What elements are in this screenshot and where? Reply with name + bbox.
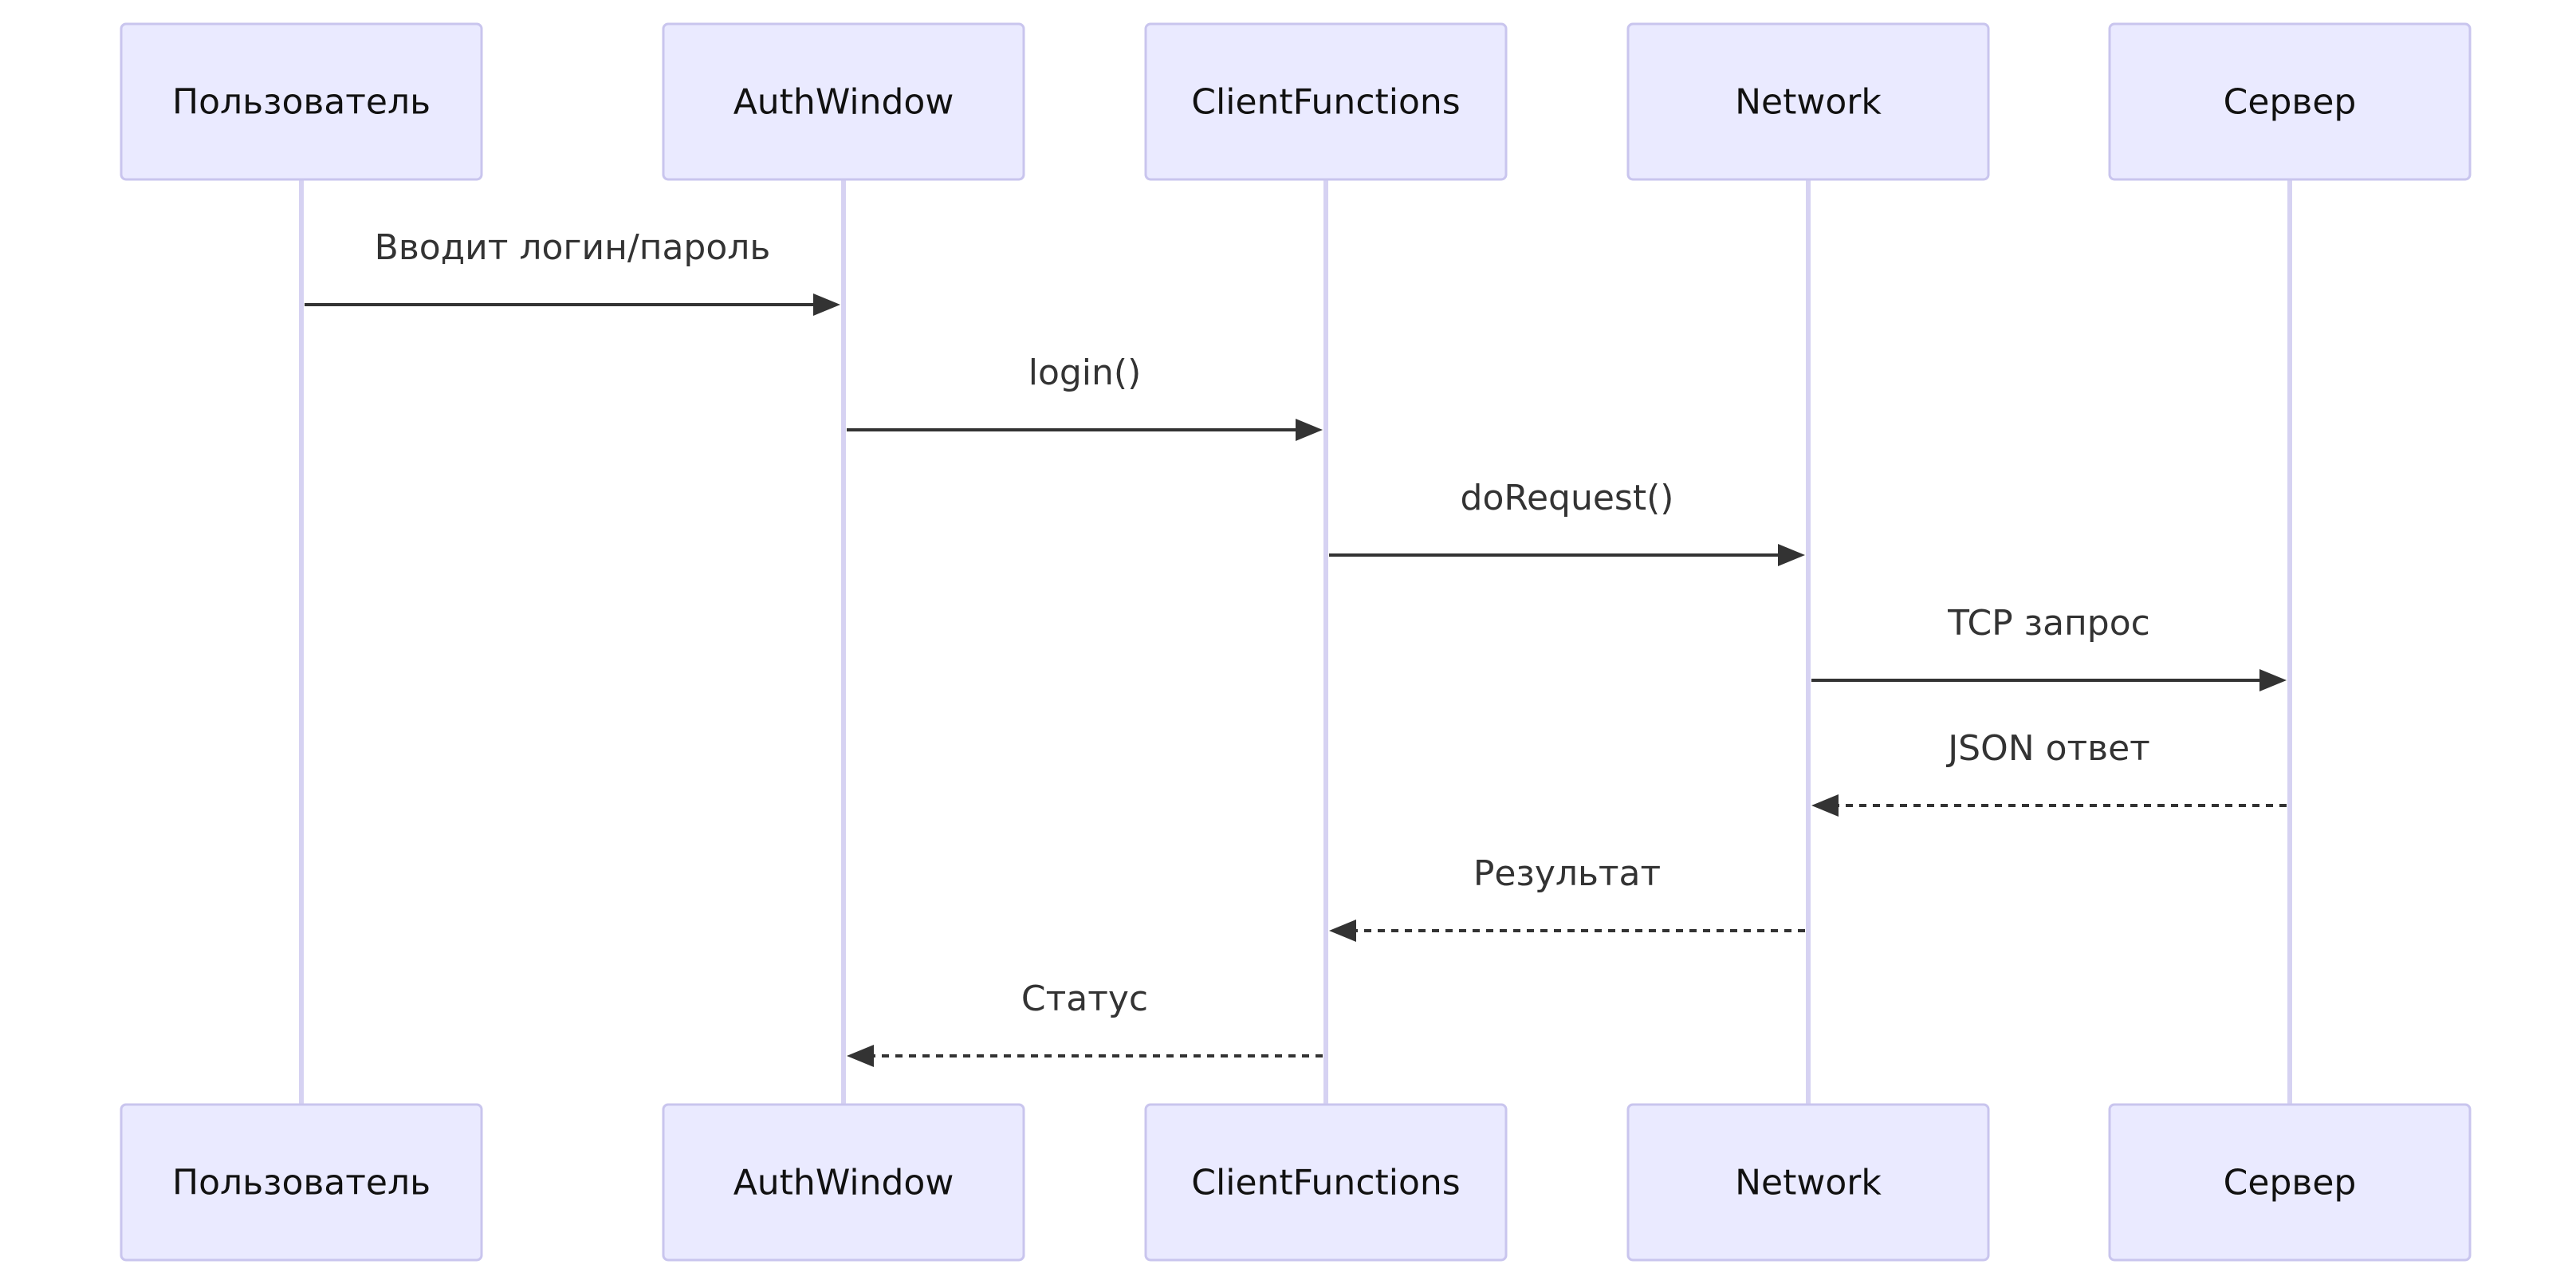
actor-server-bottom: Сервер <box>2108 1103 2472 1262</box>
actor-user-top: Пользователь <box>120 22 483 181</box>
actor-client-bottom: ClientFunctions <box>1144 1103 1508 1262</box>
arrow-head <box>1778 544 1805 566</box>
arrow-head <box>2259 669 2287 691</box>
actor-box <box>120 1103 483 1262</box>
actor-label: ClientFunctions <box>1191 1163 1460 1203</box>
actor-box <box>662 22 1025 181</box>
actor-label: AuthWindow <box>733 1163 954 1203</box>
message-3: doRequest() <box>1329 478 1805 566</box>
actor-label: Пользователь <box>172 1163 431 1203</box>
arrow-head <box>847 1045 874 1067</box>
actor-auth-top: AuthWindow <box>662 22 1025 181</box>
message-1: Вводит логин/пароль <box>305 227 840 316</box>
actor-box <box>2108 22 2472 181</box>
arrow-head <box>1296 419 1323 441</box>
actor-label: Network <box>1735 1163 1882 1203</box>
actors-top: Пользователь AuthWindow ClientFunctions Net… <box>120 22 2472 181</box>
message-7: Статус <box>847 979 1323 1067</box>
message-label: TCP запрос <box>1947 603 2150 644</box>
actor-label: Network <box>1735 82 1882 123</box>
actor-client-top: ClientFunctions <box>1144 22 1508 181</box>
actor-network-bottom: Network <box>1626 1103 1990 1262</box>
actor-label: Сервер <box>2224 82 2357 123</box>
actor-box <box>1144 22 1508 181</box>
actor-user-bottom: Пользователь <box>120 1103 483 1262</box>
actor-label: ClientFunctions <box>1191 82 1460 123</box>
arrow-head <box>813 293 840 316</box>
actor-network-top: Network <box>1626 22 1990 181</box>
arrow-head <box>1811 794 1839 817</box>
actor-box <box>120 22 483 181</box>
actors-bottom: Пользователь AuthWindow ClientFunctions Net… <box>120 1103 2472 1262</box>
message-label: Вводит логин/пароль <box>375 227 771 268</box>
actor-label: Сервер <box>2224 1163 2357 1203</box>
messages: Вводит логин/пароль login() doRequest() TCP… <box>305 227 2287 1067</box>
actor-box <box>2108 1103 2472 1262</box>
arrow-head <box>1329 920 1356 942</box>
actor-auth-bottom: AuthWindow <box>662 1103 1025 1262</box>
message-6: Результат <box>1329 853 1805 942</box>
message-4: TCP запрос <box>1811 603 2287 691</box>
message-label: doRequest() <box>1461 478 1674 518</box>
actor-server-top: Сервер <box>2108 22 2472 181</box>
message-label: JSON ответ <box>1945 728 2150 769</box>
message-5: JSON ответ <box>1811 728 2287 817</box>
actor-label: Пользователь <box>172 82 431 123</box>
actor-box <box>662 1103 1025 1262</box>
actor-label: AuthWindow <box>733 82 954 123</box>
message-label: Статус <box>1021 979 1148 1019</box>
actor-box <box>1144 1103 1508 1262</box>
message-2: login() <box>847 352 1323 441</box>
actor-box <box>1626 22 1990 181</box>
lifelines <box>299 179 2292 1105</box>
actor-box <box>1626 1103 1990 1262</box>
message-label: Результат <box>1473 853 1661 894</box>
message-label: login() <box>1028 352 1142 393</box>
